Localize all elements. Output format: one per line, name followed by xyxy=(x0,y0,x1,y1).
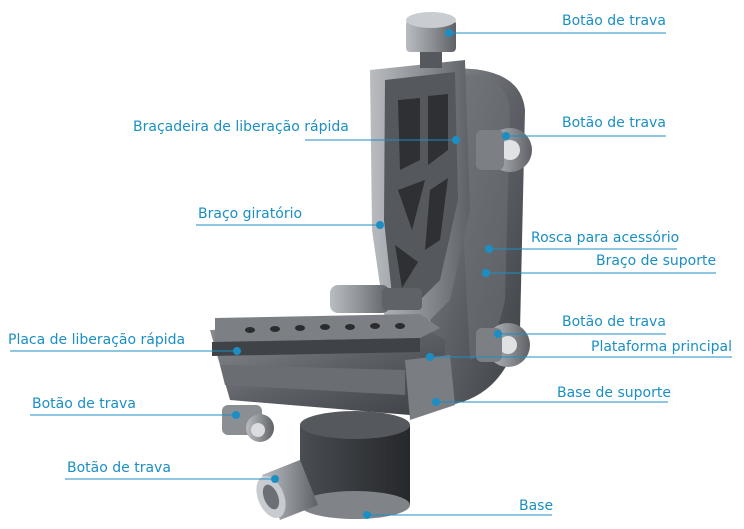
upper-right-knob xyxy=(476,128,532,172)
label-support-arm: Braço de suporte xyxy=(596,253,717,269)
label-knob-bottom: Botão de trava xyxy=(67,460,171,476)
main-platform xyxy=(210,314,445,415)
left-lock-knob xyxy=(222,405,274,442)
label-base: Base xyxy=(519,498,554,514)
mid-right-knob xyxy=(476,323,530,367)
leader-lines xyxy=(10,32,732,516)
label-knob-left: Botão de trava xyxy=(32,396,136,412)
label-accessory-thread: Rosca para acessório xyxy=(531,230,680,246)
label-swivel-arm: Braço giratório xyxy=(198,206,303,222)
label-main-platform: Plataforma principal xyxy=(591,339,732,355)
label-knob-upper-right: Botão de trava xyxy=(562,115,666,131)
bottom-lock-knob xyxy=(256,460,318,520)
base-cylinder xyxy=(300,411,410,519)
top-lock-knob xyxy=(406,12,456,68)
platform-side-knob xyxy=(330,285,422,313)
label-knob-mid-right: Botão de trava xyxy=(562,314,666,330)
label-qr-clamp: Braçadeira de liberação rápida xyxy=(133,119,349,135)
label-support-base: Base de suporte xyxy=(557,385,671,401)
support-base xyxy=(405,355,455,420)
label-qr-plate: Placa de liberação rápida xyxy=(8,332,186,348)
swivel-arm xyxy=(370,60,470,330)
label-knob-top: Botão de trava xyxy=(562,13,666,29)
callout-dots xyxy=(232,29,510,519)
